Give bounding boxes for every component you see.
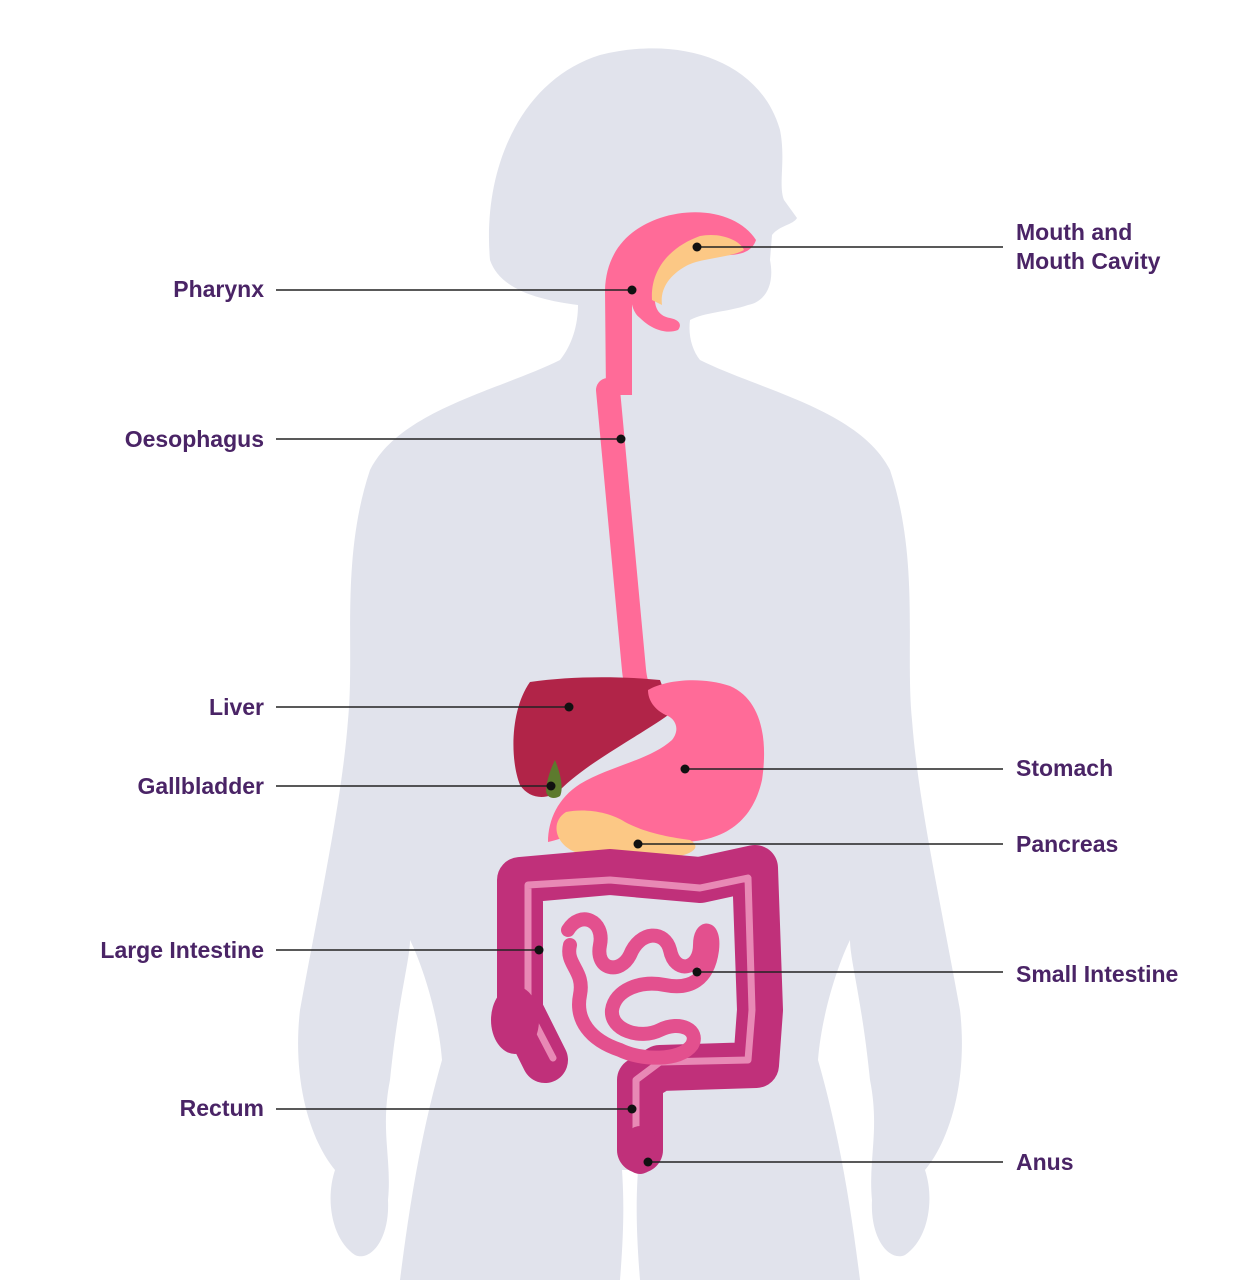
labels: Mouth and Mouth Cavity Pharynx Oesophagu… [100,219,1178,1175]
label-gallbladder: Gallbladder [137,773,264,799]
dot-stomach [680,764,690,774]
label-small-intestine: Small Intestine [1016,961,1178,987]
mouth-cavity-shape [651,234,744,305]
label-liver: Liver [209,694,264,720]
dot-small-intestine [692,967,702,977]
anchor-dots [534,242,702,1167]
dot-liver [564,702,574,712]
small-intestine-shape [561,912,720,1065]
label-oesophagus: Oesophagus [125,426,264,452]
label-pancreas: Pancreas [1016,831,1118,857]
pancreas-shape [556,810,696,861]
label-mouth-line2: Mouth Cavity [1016,248,1161,274]
label-rectum: Rectum [180,1095,264,1121]
dot-anus [643,1157,653,1167]
dot-rectum [627,1104,637,1114]
label-pharynx: Pharynx [173,276,264,302]
label-large-intestine: Large Intestine [100,937,264,963]
label-anus: Anus [1016,1149,1074,1175]
label-stomach: Stomach [1016,755,1113,781]
label-mouth-line1: Mouth and [1016,219,1132,245]
stomach-shape [548,680,765,842]
dot-gallbladder [546,781,556,791]
dot-oesophagus [616,434,626,444]
dot-pancreas [633,839,643,849]
dot-mouth [692,242,702,252]
dot-pharynx [627,285,637,295]
leader-lines [276,246,1003,1163]
dot-large-intestine [534,945,544,955]
pharynx-mouth-shape [605,212,756,395]
